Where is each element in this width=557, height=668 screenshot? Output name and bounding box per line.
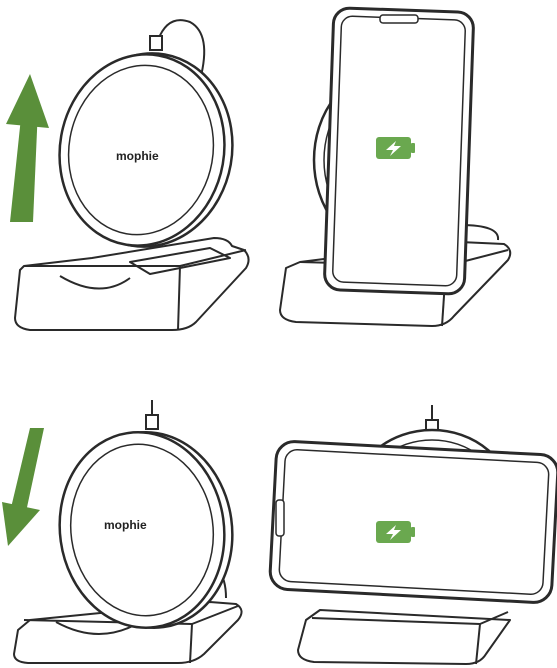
panel-bottom-right	[269, 405, 557, 664]
battery-charging-icon	[376, 137, 415, 159]
cable-connector	[146, 415, 158, 429]
panel-top-right	[280, 8, 510, 326]
panel-top-left: mophie	[6, 20, 249, 330]
cable-connector	[150, 36, 162, 50]
brand-logo: mophie	[116, 149, 159, 163]
phone-notch	[276, 500, 284, 536]
stand-base	[15, 238, 249, 330]
down-arrow-icon	[2, 428, 44, 546]
panel-bottom-left: mophie	[2, 400, 245, 663]
up-arrow-icon	[6, 74, 49, 222]
phone-portrait	[324, 8, 474, 295]
phone-landscape	[269, 441, 557, 604]
brand-logo: mophie	[104, 518, 147, 532]
stand-base	[298, 610, 510, 664]
charging-pad: mophie	[45, 40, 248, 260]
phone-notch	[380, 15, 418, 23]
battery-charging-icon	[376, 521, 415, 543]
